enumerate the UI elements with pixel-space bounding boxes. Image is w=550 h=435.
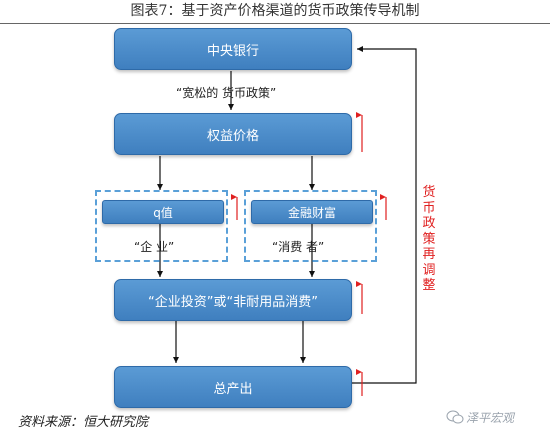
wechat-icon bbox=[446, 410, 464, 424]
source-note: 资料来源：恒大研究院 bbox=[18, 415, 149, 430]
q-value-box: q值 bbox=[102, 200, 224, 224]
investment-consumption-box: “企业投资”或“非耐用品消费” bbox=[114, 279, 352, 321]
enterprise-label: “企 业” bbox=[134, 240, 175, 254]
feedback-loop-line bbox=[352, 46, 417, 384]
central-bank-label: 中央银行 bbox=[206, 43, 259, 59]
readjust-char: 调 bbox=[422, 262, 436, 278]
central-bank-box: 中央银行 bbox=[114, 28, 352, 70]
investment-consumption-label: “企业投资”或“非耐用品消费” bbox=[148, 294, 318, 310]
readjust-char: 货 bbox=[422, 185, 436, 200]
financial-wealth-box: 金融财富 bbox=[251, 200, 373, 224]
readjust-char: 币 bbox=[422, 200, 436, 216]
policy-readjust-label: 货 币 政 策 再 调 整 bbox=[421, 185, 437, 294]
consumer-group bbox=[244, 190, 377, 262]
title-divider bbox=[0, 23, 550, 24]
q-value-label: q值 bbox=[153, 205, 173, 220]
consumer-label: “消费 者” bbox=[272, 240, 325, 254]
asset-price-label: 权益价格 bbox=[206, 128, 259, 144]
total-output-box: 总产出 bbox=[114, 366, 352, 408]
enterprise-group bbox=[95, 190, 228, 262]
asset-price-box: 权益价格 bbox=[114, 113, 352, 155]
loose-policy-label: “宽松的 货币政策” bbox=[176, 86, 277, 100]
financial-wealth-label: 金融财富 bbox=[287, 205, 336, 220]
readjust-char: 策 bbox=[422, 231, 436, 247]
readjust-char: 再 bbox=[422, 247, 436, 262]
total-output-label: 总产出 bbox=[213, 381, 253, 397]
readjust-char: 整 bbox=[422, 278, 436, 293]
watermark: 泽平宏观 bbox=[466, 411, 515, 425]
readjust-char: 政 bbox=[422, 216, 436, 231]
figure-title: 图表7：基于资产价格渠道的货币政策传导机制 bbox=[130, 3, 420, 19]
